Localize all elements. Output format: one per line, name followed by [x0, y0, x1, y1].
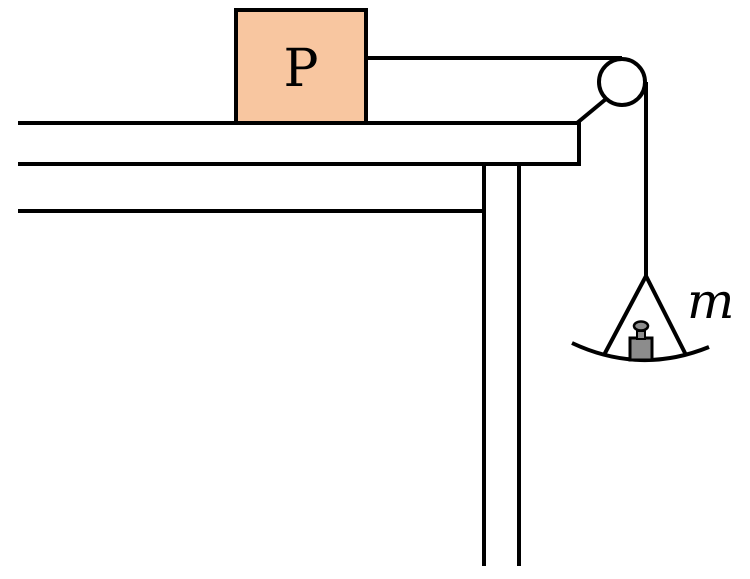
pulley-wheel [597, 57, 647, 107]
block-p: P [234, 8, 368, 125]
weight-neck [636, 330, 646, 340]
hanging-pan: m [571, 271, 734, 363]
mass-m-label: m [687, 272, 734, 330]
weight-icon [628, 320, 654, 362]
block-p-body [234, 8, 368, 125]
weight-knob [632, 320, 650, 332]
table [18, 121, 581, 566]
pan-suspension-cords [602, 271, 688, 356]
weight-body [628, 336, 654, 362]
block-p-label: P [284, 39, 319, 99]
